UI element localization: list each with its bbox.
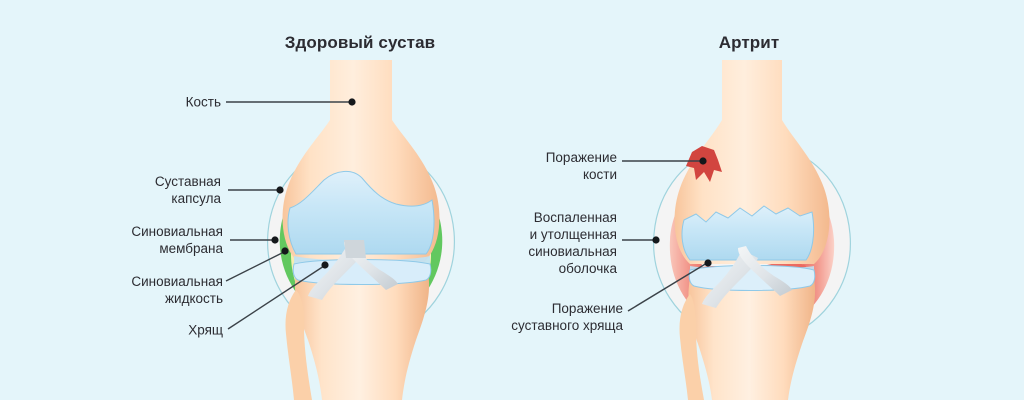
dot-synovial-fluid <box>281 247 289 255</box>
label-cartilage-lesion: Поражение суставного хряща <box>511 301 623 333</box>
label-bone-lesion: Поражение кости <box>545 150 617 182</box>
ligament-attachment <box>344 240 366 258</box>
label-inflamed-membrane: Воспаленная и утолщенная синовиальная об… <box>528 210 617 276</box>
arthritic-cruciate-ligament <box>702 250 758 308</box>
label-cartilage: Хрящ <box>188 322 223 338</box>
femoral-cartilage <box>287 171 435 255</box>
arthritic-fibula-bone <box>679 294 704 400</box>
tibia-bone <box>294 267 430 400</box>
label-synovial-fluid: Синовиальная жидкость <box>131 274 223 306</box>
arthritis-joint-illustration <box>653 60 851 400</box>
leader-cartilage-lesion <box>627 262 708 312</box>
dot-joint-capsule <box>276 186 284 194</box>
dot-inflamed-membrane <box>652 236 660 244</box>
leader-dots <box>271 98 712 269</box>
dot-cartilage-lesion <box>704 259 712 267</box>
leader-cartilage <box>227 265 325 330</box>
eroded-femoral-cartilage <box>681 205 815 261</box>
label-synovial-membrane: Синовиальная мембрана <box>131 224 223 256</box>
panel-title-healthy: Здоровый сустав <box>284 33 436 52</box>
arthritic-patellar-ligament <box>738 246 792 296</box>
leader-lines <box>225 101 708 330</box>
dot-synovial-membrane <box>271 236 279 244</box>
dot-bone-lesion <box>699 157 707 165</box>
healthy-joint-illustration <box>267 60 455 400</box>
arthritic-tibia-bone <box>688 273 816 400</box>
dot-cartilage <box>321 261 329 269</box>
panel-title-arthritis: Артрит <box>718 33 780 52</box>
fibula-bone <box>285 290 312 400</box>
dot-bone <box>348 98 356 106</box>
label-bone: Кость <box>185 94 221 110</box>
leader-synovial-fluid <box>225 251 285 282</box>
label-joint-capsule: Суставная капсула <box>154 174 221 206</box>
